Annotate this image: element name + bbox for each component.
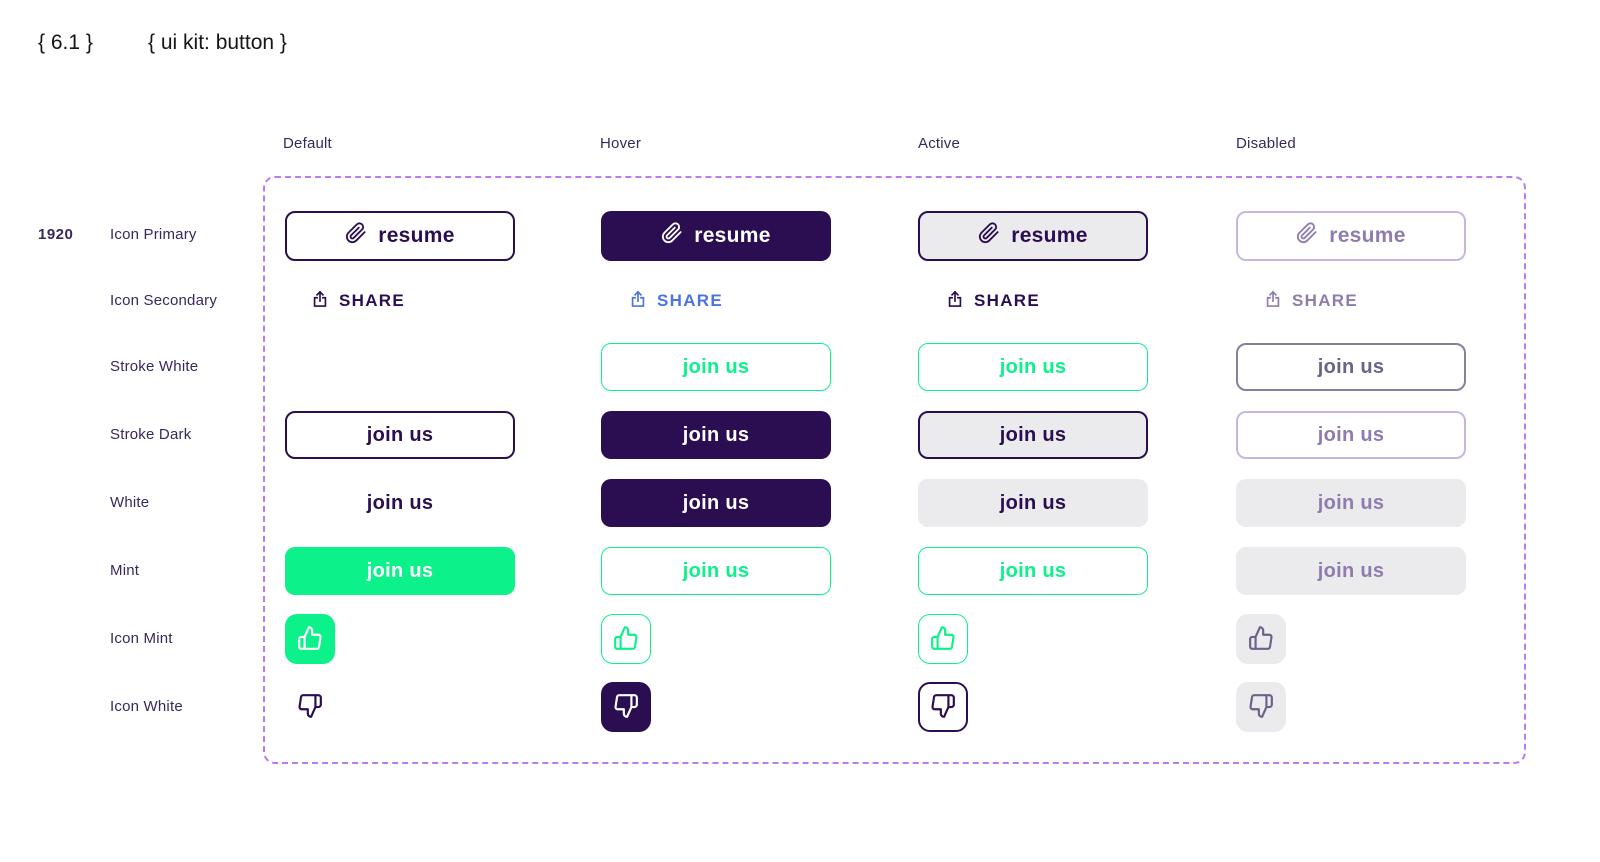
mint-hover-button[interactable]: join us [601,547,831,595]
row-label-icon-mint: Icon Mint [110,630,173,647]
share-icon [1263,289,1283,314]
button-label: join us [682,491,750,514]
page-title: { ui kit: button } [148,31,287,54]
button-label: resume [1329,224,1406,247]
row-label-icon-secondary: Icon Secondary [110,292,218,309]
specimen-frame [263,176,1526,764]
breakpoint-label: 1920 [38,226,74,243]
icon-primary-active-button[interactable]: resume [918,211,1148,261]
page-index: { 6.1 } [38,31,93,54]
share-icon [310,289,330,314]
icon-white-disabled-button [1236,682,1286,732]
stroke-white-active-button[interactable]: join us [918,343,1148,391]
button-label: join us [1317,491,1385,514]
thumbs-up-icon [297,625,323,654]
white-disabled-button: join us [1236,479,1466,527]
thumbs-down-icon [1248,693,1274,722]
button-label: join us [1317,355,1385,378]
icon-white-hover-button[interactable] [601,682,651,732]
icon-primary-hover-button[interactable]: resume [601,211,831,261]
button-label: join us [999,355,1067,378]
paperclip-icon [1296,222,1318,250]
button-label: join us [366,559,434,582]
stroke-white-disabled-button: join us [1236,343,1466,391]
paperclip-icon [661,222,683,250]
thumbs-down-icon [297,693,323,722]
row-label-mint: Mint [110,562,140,579]
button-label: join us [366,491,434,514]
icon-mint-default-button[interactable] [285,614,335,664]
share-icon [945,289,965,314]
mint-disabled-button: join us [1236,547,1466,595]
icon-mint-hover-button[interactable] [601,614,651,664]
icon-white-active-button[interactable] [918,682,968,732]
stroke-dark-default-button[interactable]: join us [285,411,515,459]
share-icon [628,289,648,314]
button-label: join us [1317,423,1385,446]
thumbs-down-icon [613,693,639,722]
white-default-button[interactable]: join us [285,479,515,527]
button-label: join us [366,423,434,446]
row-label-stroke-white: Stroke White [110,358,199,375]
row-label-icon-primary: Icon Primary [110,226,197,243]
paperclip-icon [978,222,1000,250]
column-header-disabled: Disabled [1236,135,1296,152]
column-header-hover: Hover [600,135,642,152]
button-label: join us [682,355,750,378]
icon-white-default-button[interactable] [285,682,335,732]
icon-mint-active-button[interactable] [918,614,968,664]
icon-primary-default-button[interactable]: resume [285,211,515,261]
thumbs-up-icon [1248,625,1274,654]
button-label: SHARE [657,291,724,310]
paperclip-icon [345,222,367,250]
stroke-white-hover-button[interactable]: join us [601,343,831,391]
button-label: resume [1011,224,1088,247]
stroke-dark-disabled-button: join us [1236,411,1466,459]
row-label-white: White [110,494,150,511]
button-label: SHARE [974,291,1041,310]
column-header-default: Default [283,135,332,152]
icon-secondary-default-button[interactable]: SHARE [310,288,405,314]
button-label: join us [999,491,1067,514]
mint-active-button[interactable]: join us [918,547,1148,595]
stroke-dark-active-button[interactable]: join us [918,411,1148,459]
button-label: SHARE [339,291,406,310]
mint-default-button[interactable]: join us [285,547,515,595]
icon-primary-disabled-button: resume [1236,211,1466,261]
button-label: resume [694,224,771,247]
white-hover-button[interactable]: join us [601,479,831,527]
stroke-dark-hover-button[interactable]: join us [601,411,831,459]
thumbs-up-icon [930,625,956,654]
button-label: join us [999,423,1067,446]
thumbs-down-icon [930,693,956,722]
row-label-icon-white: Icon White [110,698,183,715]
row-label-stroke-dark: Stroke Dark [110,426,192,443]
button-label: join us [1317,559,1385,582]
icon-secondary-hover-button[interactable]: SHARE [628,288,723,314]
icon-mint-disabled-button [1236,614,1286,664]
column-header-active: Active [918,135,961,152]
button-label: join us [682,423,750,446]
thumbs-up-icon [613,625,639,654]
icon-secondary-disabled-button: SHARE [1263,288,1358,314]
button-label: join us [682,559,750,582]
white-active-button[interactable]: join us [918,479,1148,527]
button-label: resume [378,224,455,247]
button-label: SHARE [1292,291,1359,310]
icon-secondary-active-button[interactable]: SHARE [945,288,1040,314]
button-label: join us [999,559,1067,582]
